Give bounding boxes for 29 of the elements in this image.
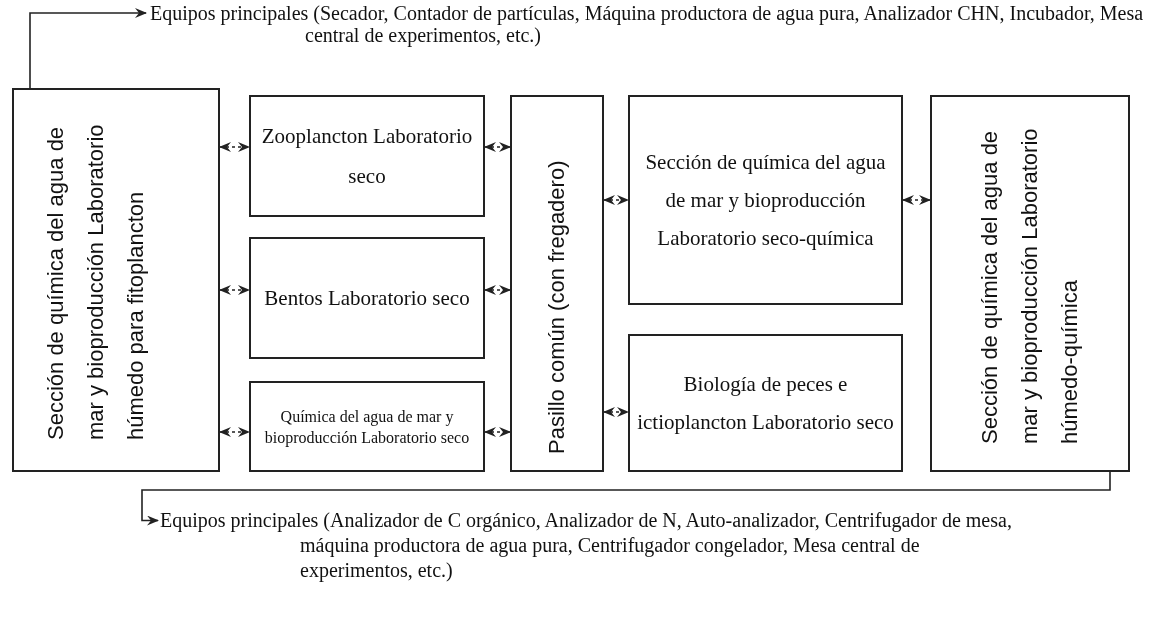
dotted-double-arrow — [484, 285, 511, 295]
lab-room-box — [628, 95, 903, 305]
room-label: Biología de peces e ictioplancton Laboratorio seco — [636, 371, 895, 436]
room-label: Sección de química del agua de mar y bioproducción Laboratorio húmedo-química — [976, 127, 1083, 444]
corridor-box — [510, 95, 604, 472]
dotted-double-arrow — [484, 142, 511, 152]
dotted-double-arrow — [219, 427, 250, 437]
lab-room-box — [249, 381, 485, 472]
lab-section-box — [930, 95, 1130, 472]
room-label: Sección de química del agua de mar y bioproducción Laboratorio húmedo para fitoplancton — [42, 123, 149, 440]
dotted-double-arrow — [603, 195, 629, 205]
dotted-double-arrow — [603, 407, 629, 417]
room-label: Pasillo común (con fregadero) — [543, 159, 570, 454]
arrow — [141, 471, 1111, 526]
lab-room-box — [249, 95, 485, 217]
lab-room-box — [628, 334, 903, 472]
dotted-double-arrow — [219, 285, 250, 295]
dotted-double-arrow — [902, 195, 931, 205]
dotted-double-arrow — [219, 142, 250, 152]
room-label: Química del agua de mar y bioproducción Laboratorio seco — [263, 406, 471, 448]
room-label: Zooplancton Laboratorio seco — [260, 123, 474, 190]
note-text: Equipos principales (Secador, Contador de partículas, Máquina productora de agua pura, Analizador CHN, Incubador, Mesa central de experimentos, etc.) — [150, 2, 1145, 46]
lab-room-box — [249, 237, 485, 359]
arrow — [29, 8, 147, 89]
room-label: Sección de química del agua de mar y bioproducción Laboratorio seco-química — [644, 149, 887, 252]
lab-section-box — [12, 88, 220, 472]
dotted-double-arrow — [484, 427, 511, 437]
note-text: Equipos principales (Analizador de C orgánico, Analizador de N, Auto-analizador, Centrifugador de mesa, máquina productora de agua pura, Centrifugador congelador, Mesa central de experimentos, etc.) — [160, 508, 1013, 583]
room-label: Bentos Laboratorio seco — [263, 285, 471, 312]
